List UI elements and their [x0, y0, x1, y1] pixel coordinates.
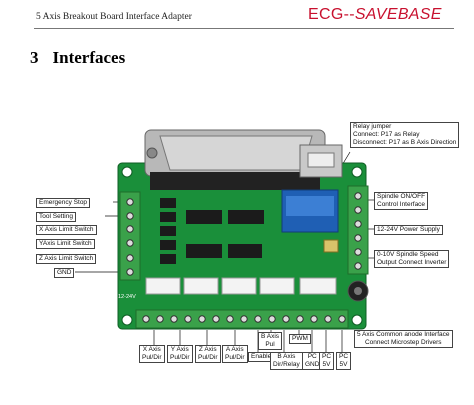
speed-line-2: Output Connect Inverter — [377, 259, 447, 266]
label-pc-5v: PC 5V — [319, 352, 335, 370]
mount-hole-tl — [121, 166, 133, 178]
label-z-limit-switch: Z Axis Limit Switch — [36, 254, 97, 264]
relay — [281, 189, 339, 233]
label-z-axis: Z Axis Pul/Dir — [195, 345, 221, 363]
label-gnd: GND — [54, 268, 75, 278]
pin-headers — [145, 277, 337, 295]
relay-jumper-disconnect: Disconnect: P17 as B Axis Direction — [353, 139, 457, 146]
label-pc-5v-b: PC 5V — [336, 352, 352, 370]
b-axis-pul-line-2: Pul — [265, 341, 275, 348]
pc-gnd-line-1: PC — [307, 353, 317, 360]
section-heading: 3 Interfaces — [30, 48, 125, 68]
logic-ics — [186, 210, 264, 258]
b-axis-dir-line-2: Dir/Relay — [273, 361, 300, 368]
label-pwm: PWM — [289, 334, 311, 344]
b-axis-pul-line-1: B Axis — [261, 333, 280, 340]
capacitor — [347, 280, 369, 302]
brand-logo: ECG--SAVEBASE — [308, 6, 442, 24]
label-y-limit-switch: YAxis Limit Switch — [36, 239, 95, 249]
relay-jumper-title: Relay jumper — [353, 123, 392, 130]
label-spindle-speed: 0-10V Spindle Speed Output Connect Inver… — [374, 250, 450, 268]
y-axis-line-2: Pul/Dir — [170, 354, 190, 361]
x-axis-line-2: Pul/Dir — [142, 354, 162, 361]
spindle-line-2: Control Interface — [377, 201, 426, 208]
header-rule — [34, 28, 454, 29]
label-emergency-stop: Emergency Stop — [36, 198, 91, 208]
label-y-axis: Y Axis Pul/Dir — [167, 345, 193, 363]
pc-5v-line-2: 5V — [322, 361, 331, 368]
z-axis-line-1: Z Axis — [198, 346, 217, 353]
optocouplers — [160, 198, 176, 264]
a-axis-line-1: A Axis — [225, 346, 244, 353]
label-spindle-control: Spindle ON/OFF Control Interface — [374, 192, 429, 210]
label-power-supply: 12-24V Power Supply — [374, 225, 443, 235]
speed-line-1: 0-10V Spindle Speed — [377, 251, 439, 258]
bottom-terminal-block — [135, 309, 349, 329]
common-line-2: Connect Microstep Drivers — [364, 339, 442, 346]
b-axis-dir-line-1: B Axis — [277, 353, 296, 360]
pc-5v-b-line-2: 5V — [339, 361, 348, 368]
potentiometer — [323, 239, 339, 253]
label-x-axis: X Axis Pul/Dir — [139, 345, 165, 363]
left-terminal-block — [119, 191, 141, 281]
right-terminal-block — [347, 185, 369, 275]
common-line-1: 5 Axis Common anode Interface — [357, 331, 450, 338]
db25-connector — [144, 129, 326, 190]
board-voltage-label: 12-24V — [118, 294, 136, 300]
y-axis-line-1: Y Axis — [170, 346, 189, 353]
header-title: 5 Axis Breakout Board Interface Adapter — [36, 12, 192, 22]
z-axis-line-2: Pul/Dir — [198, 354, 218, 361]
a-axis-line-2: Pul/Dir — [225, 354, 245, 361]
brand-italic: SAVEBASE — [354, 6, 442, 23]
label-tool-setting: Tool Setting — [36, 212, 76, 222]
label-b-axis-dir: B Axis Dir/Relay — [270, 352, 303, 370]
relay-jumper-connect: Connect: P17 as Relay — [353, 131, 420, 138]
mount-hole-br — [351, 314, 363, 326]
section-number: 3 — [30, 48, 39, 67]
usb-connector — [299, 144, 343, 178]
pc-5v-line-1: PC — [322, 353, 332, 360]
label-relay-jumper: Relay jumper Connect: P17 as Relay Disco… — [350, 122, 460, 148]
brand-main: ECG-- — [308, 6, 355, 23]
mount-hole-bl — [121, 314, 133, 326]
pc-5v-b-line-1: PC — [339, 353, 349, 360]
spindle-line-1: Spindle ON/OFF — [377, 193, 426, 200]
label-b-axis-pul: B Axis Pul — [258, 332, 283, 350]
label-common-anode: 5 Axis Common anode Interface Connect Mi… — [354, 330, 453, 348]
x-axis-line-1: X Axis — [142, 346, 161, 353]
mount-hole-tr — [351, 166, 363, 178]
label-x-limit-switch: X Axis Limit Switch — [36, 225, 97, 235]
label-a-axis: A Axis Pul/Dir — [222, 345, 248, 363]
section-title: Interfaces — [52, 48, 126, 67]
pc-gnd-line-2: GND — [305, 361, 320, 368]
